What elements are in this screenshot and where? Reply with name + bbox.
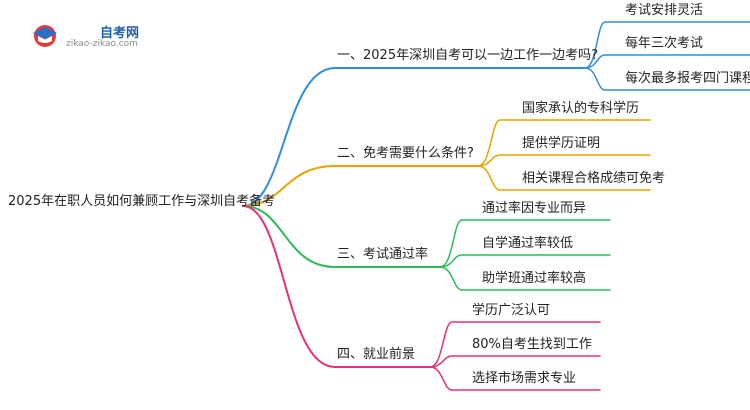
branch-4-leaf-2-connector (429, 355, 601, 368)
branch-1-leaf-2: 每年三次考试 (625, 36, 704, 51)
branch-4-leaf-3-connector (429, 366, 601, 391)
branch-3-label: 三、考试通过率 (337, 247, 429, 262)
branch-4-leaf-1: 学历广泛认可 (472, 303, 551, 318)
branch-3-leaf-3-connector (439, 266, 611, 291)
branch-2-leaf-2-connector (477, 154, 651, 167)
logo-subtitle: zikao-zikao.com (66, 39, 138, 49)
branch-1-leaf-2-connector (584, 54, 750, 69)
branch-1-leaf-3: 每次最多报考四门课程 (625, 71, 750, 86)
branch-2-leaf-3: 相关课程合格成绩可免考 (522, 171, 666, 186)
branch-3-leaf-2: 自学通过率较低 (482, 236, 574, 251)
branch-1-leaf-3-connector (584, 67, 750, 91)
connectors (242, 21, 750, 391)
branch-4-leaf-2: 80%自考生找到工作 (472, 337, 592, 352)
root-topic: 2025年在职人员如何兼顾工作与深圳自考备考 (8, 194, 276, 209)
branch-3-leaf-1-connector (439, 219, 611, 268)
branch-2-label: 二、免考需要什么条件? (337, 146, 474, 161)
branch-4-label: 四、就业前景 (337, 347, 416, 362)
logo-title: 自考网 (100, 26, 140, 41)
branch-2-leaf-1: 国家承认的专科学历 (522, 101, 640, 116)
branch-4-leaf-3: 选择市场需求专业 (472, 371, 577, 386)
graduation-cap-icon (33, 25, 57, 47)
branch-1-label: 一、2025年深圳自考可以一边工作一边考吗? (337, 48, 598, 63)
branch-2-leaf-2: 提供学历证明 (522, 136, 601, 151)
branch-1-leaf-1-connector (584, 21, 750, 69)
branch-3-connector (242, 205, 336, 268)
branch-1-connector (242, 67, 336, 207)
site-logo: 自考网 zikao-zikao.com (30, 18, 150, 52)
branch-1-leaf-1: 考试安排灵活 (625, 3, 704, 18)
branch-2-connector (242, 165, 336, 207)
branch-4-connector (242, 205, 336, 368)
branch-2-leaf-1-connector (477, 119, 651, 167)
branch-3-leaf-1: 通过率因专业而异 (482, 201, 587, 216)
branch-3-leaf-2-connector (439, 254, 611, 268)
branch-3-leaf-3: 助学班通过率较高 (482, 271, 587, 286)
branch-4-leaf-1-connector (429, 321, 601, 368)
branch-2-leaf-3-connector (477, 165, 651, 191)
